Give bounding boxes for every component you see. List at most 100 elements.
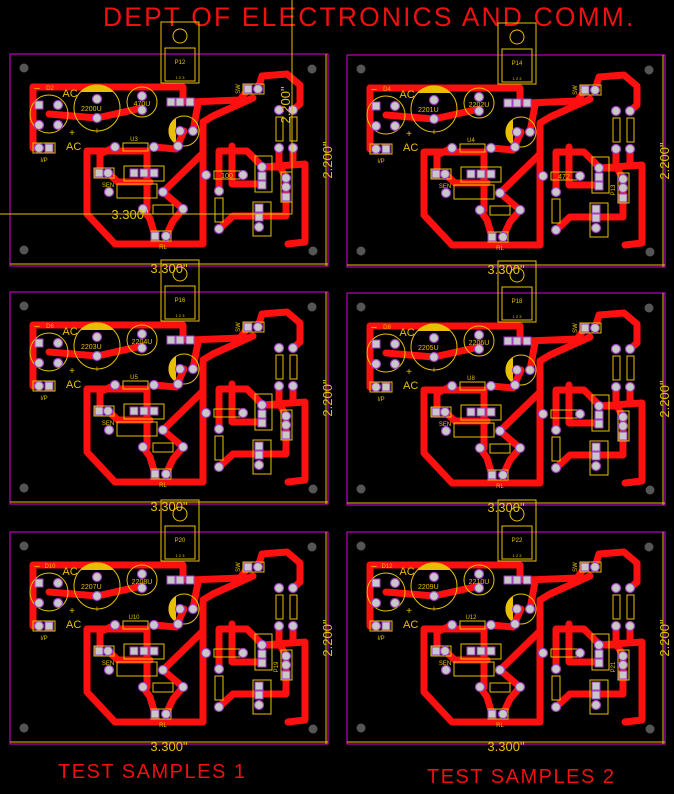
switch-label: SW: [236, 322, 242, 332]
round-pad: [213, 461, 225, 473]
switch-label: SW: [236, 562, 242, 572]
square-pad: [94, 646, 104, 656]
square-pad: [381, 144, 391, 154]
resistor-outline: [275, 594, 284, 620]
square-pad: [254, 690, 264, 700]
square-pad: [150, 231, 160, 241]
mounting-hole: [19, 301, 29, 311]
round-pad: [514, 442, 526, 454]
copper-trace: [366, 322, 524, 345]
square-pad: [487, 232, 497, 242]
minus-label: −: [371, 561, 377, 573]
square-pad: [503, 336, 513, 346]
round-pad: [593, 162, 605, 174]
height-dimension-label: 2.200": [657, 619, 672, 657]
overlay-height-dimension-label: 2.200": [278, 86, 293, 124]
round-pad: [102, 405, 114, 417]
round-pad: [33, 620, 45, 632]
capacitor-1-label: 2205U: [418, 345, 439, 352]
round-pad: [103, 424, 115, 436]
mounting-hole: [356, 723, 366, 733]
mounting-hole: [645, 247, 655, 257]
round-pad: [256, 399, 268, 411]
square-pad: [257, 649, 267, 659]
bridge-label: D6: [46, 324, 54, 330]
round-pad: [617, 411, 629, 423]
square-pad: [44, 621, 54, 631]
round-pad: [590, 699, 602, 711]
square-pad: [129, 168, 139, 178]
round-pad: [273, 582, 285, 594]
copper-trace: [29, 83, 187, 106]
square-pad: [503, 98, 513, 108]
round-pad: [485, 619, 497, 631]
bridge-rectifier-outline: [366, 333, 406, 373]
capacitor-outline: [73, 322, 121, 370]
square-pad: [34, 100, 44, 110]
round-pad: [550, 186, 562, 198]
round-pad: [172, 140, 184, 152]
round-pad: [52, 357, 64, 369]
width-dimension-label: 3.300": [487, 262, 525, 277]
round-pad: [273, 142, 285, 154]
round-pad: [174, 603, 186, 615]
copper-trace: [254, 548, 304, 592]
round-pad: [137, 441, 149, 453]
relay-label: RL: [496, 723, 504, 729]
round-pad: [91, 331, 103, 343]
square-pad: [150, 469, 160, 479]
round-pad: [160, 708, 172, 720]
diode-outline: [489, 205, 511, 216]
component-outline: [453, 422, 495, 438]
round-pad: [524, 364, 536, 376]
round-pad: [174, 125, 186, 137]
round-pad: [624, 143, 636, 155]
round-pad: [494, 425, 506, 437]
input-label: I/P: [377, 159, 384, 165]
ac-label-bottom: AC: [66, 379, 81, 391]
mounting-hole: [308, 724, 318, 734]
height-dimension-label: 2.200": [657, 380, 672, 418]
round-pad: [102, 167, 114, 179]
square-pad: [94, 406, 104, 416]
round-pad: [253, 699, 265, 711]
round-pad: [473, 105, 485, 117]
mounting-hole: [307, 302, 317, 312]
round-pad: [273, 104, 285, 116]
round-pad: [256, 639, 268, 651]
copper-trace: [366, 561, 380, 630]
square-pad: [591, 442, 601, 452]
square-pad: [476, 646, 486, 656]
round-pad: [174, 363, 186, 375]
round-pad: [617, 420, 629, 432]
regulator-label: P18: [512, 299, 523, 305]
resistor-outline: [122, 620, 149, 630]
square-pad: [243, 84, 253, 94]
square-pad: [512, 98, 522, 108]
capacitor-outline: [410, 323, 458, 371]
round-pad: [574, 647, 586, 659]
regulator-tab-hole: [172, 28, 188, 44]
round-pad: [550, 462, 562, 474]
minus-label: −: [34, 561, 40, 573]
square-pad: [185, 97, 195, 107]
round-pad: [590, 222, 602, 234]
mounting-hole: [356, 541, 366, 551]
round-pad: [273, 342, 285, 354]
mounting-hole: [308, 484, 318, 494]
sensor-label: SEN: [102, 661, 114, 667]
round-pad: [389, 358, 401, 370]
round-pad: [137, 681, 149, 693]
round-pad: [213, 701, 225, 713]
round-pad: [610, 582, 622, 594]
ic-outline: [460, 404, 502, 421]
round-pad: [474, 681, 486, 693]
plus-label: +: [69, 366, 75, 377]
input-label: I/P: [40, 158, 47, 164]
minus-label: −: [371, 322, 377, 334]
regulator-body: [164, 285, 196, 320]
resistor-outline: [275, 354, 284, 380]
round-pad: [370, 597, 382, 609]
